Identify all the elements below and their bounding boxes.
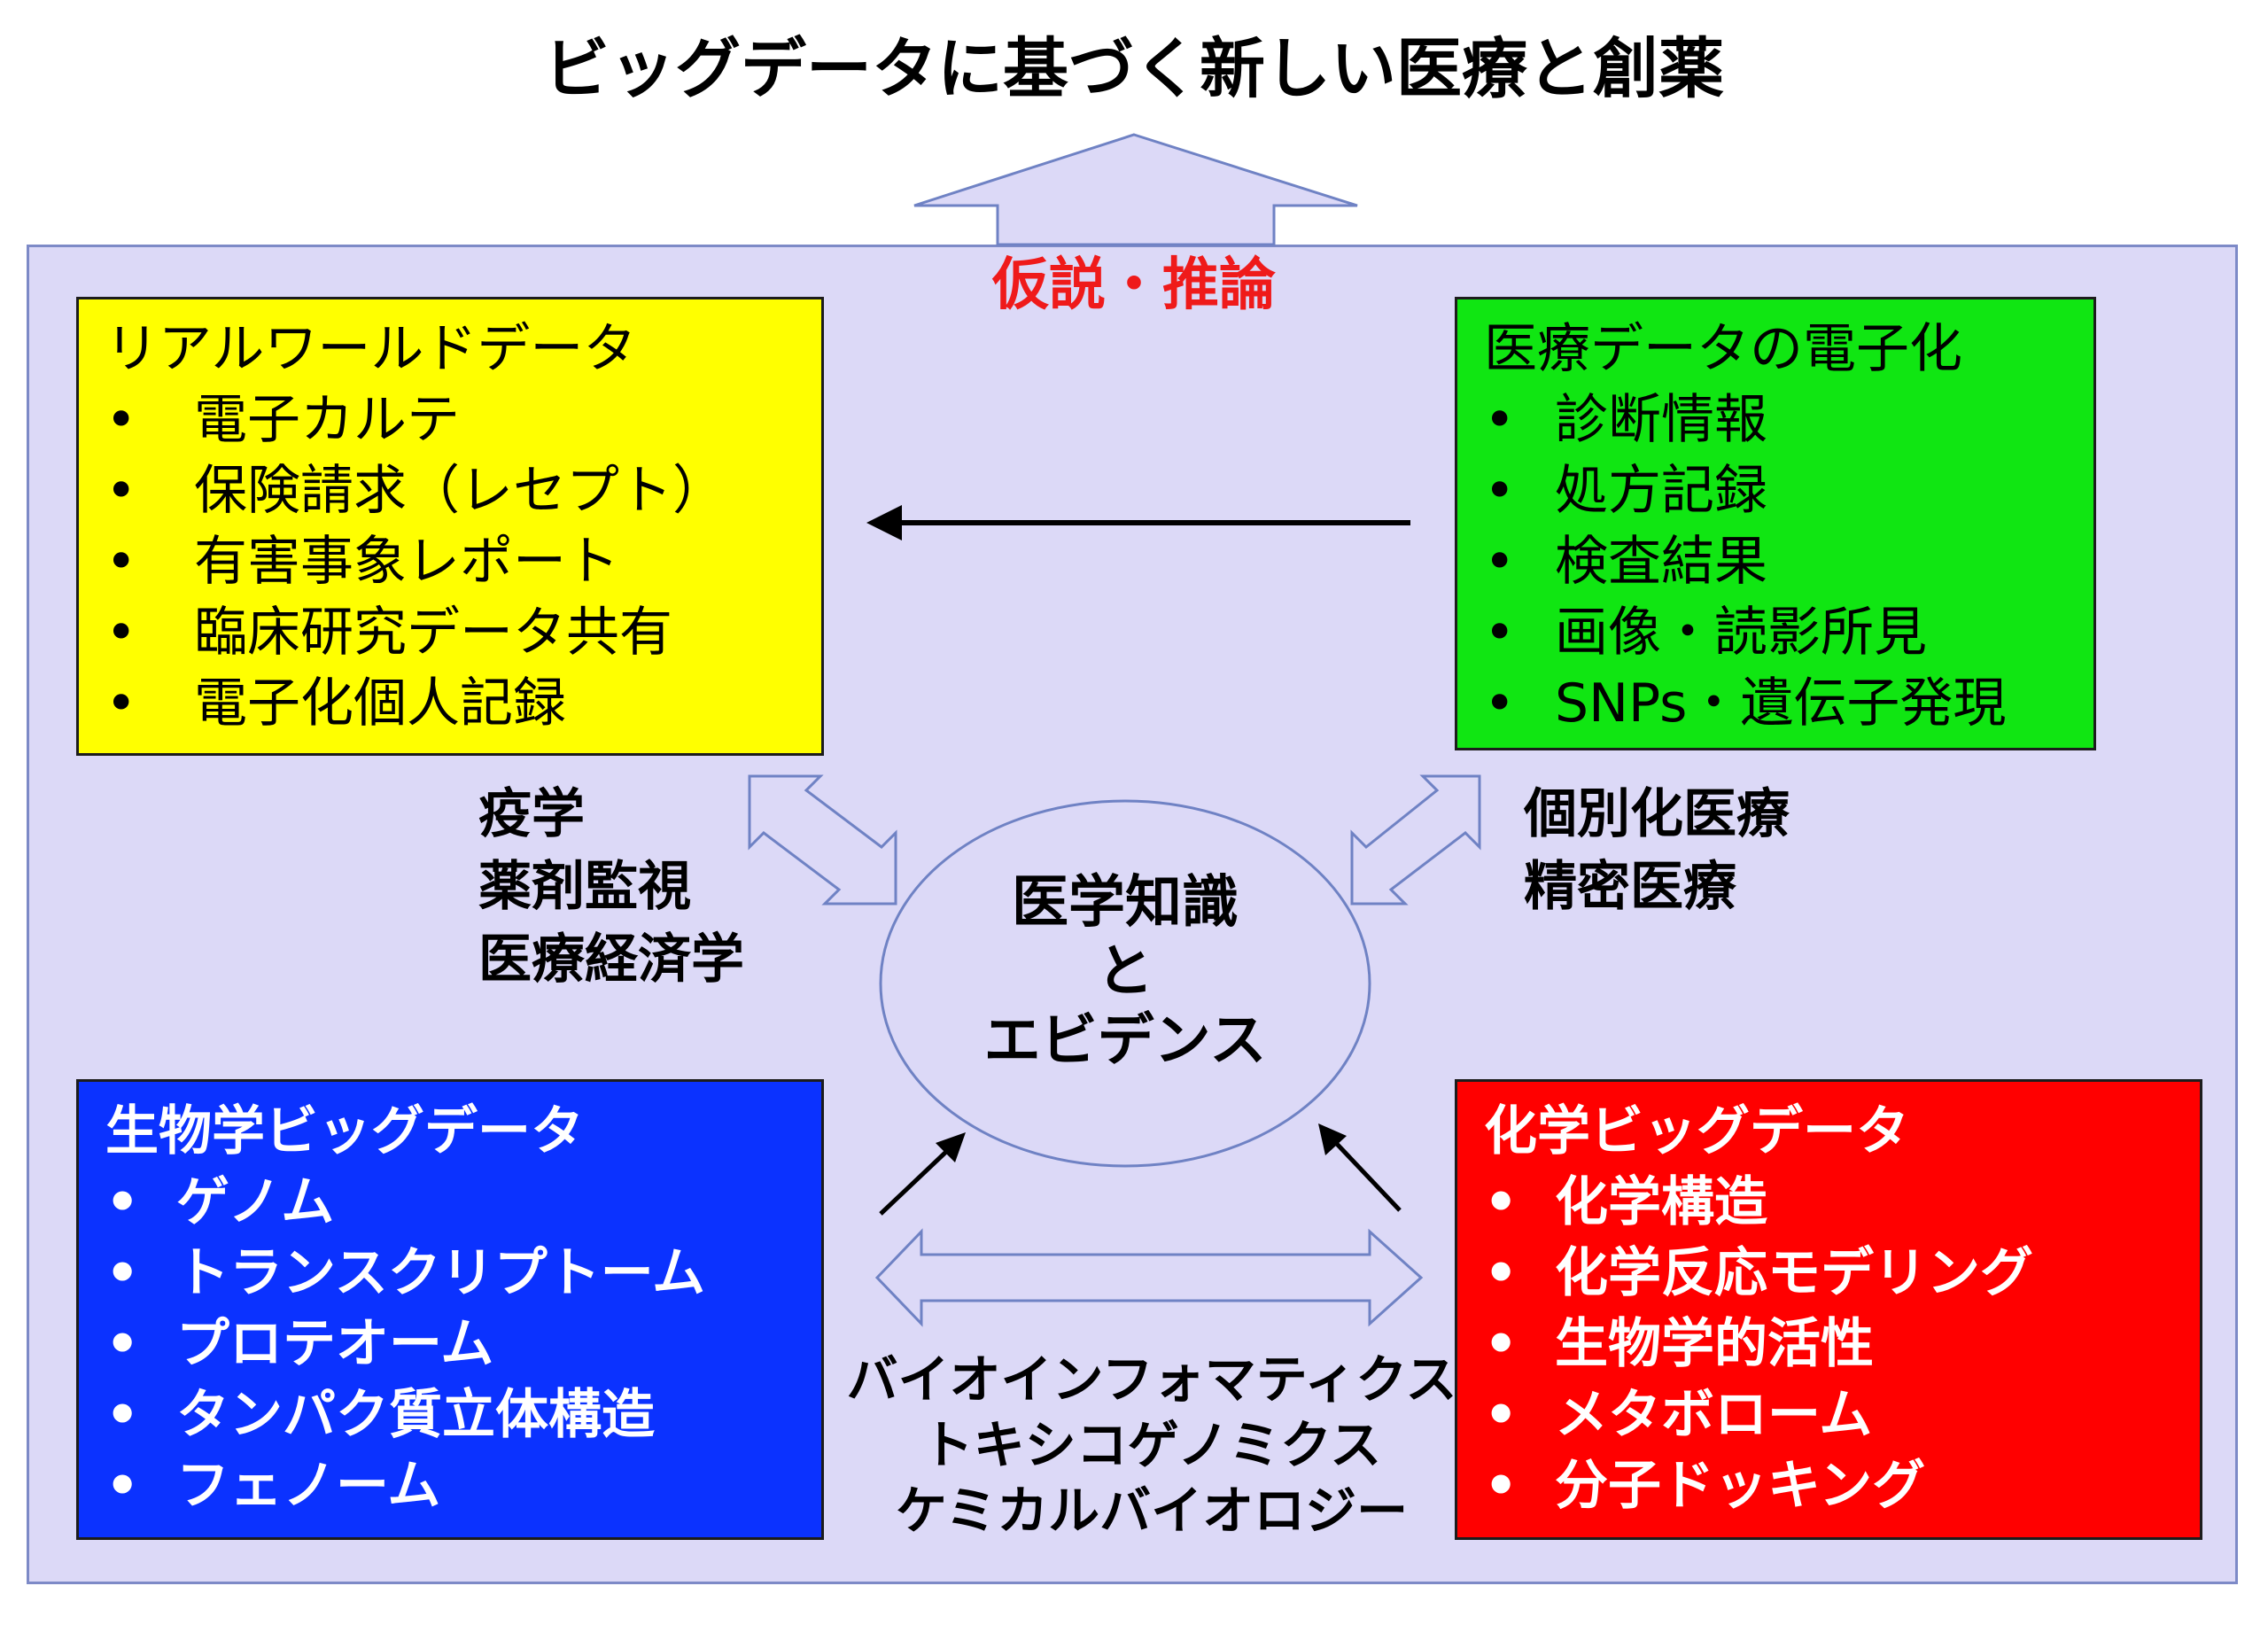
center-line: エビデンス <box>983 1008 1267 1074</box>
knowledge-ellipse <box>879 799 1371 1168</box>
list-item: • メタボローム <box>1484 1380 2200 1450</box>
field-label: 医療経済学 <box>478 929 744 991</box>
field-label: 個別化医療 <box>1524 783 1790 845</box>
list-item: • 有害事象レポート <box>105 526 821 597</box>
list-item: • ゲノム <box>105 1167 821 1238</box>
list-item: • トランスクリプトーム <box>105 1238 821 1309</box>
list-item: • プロテオーム <box>105 1309 821 1380</box>
list-item: • 化学構造 <box>1484 1167 2200 1238</box>
list-item-label: 処方記録 <box>1555 460 1767 522</box>
list-item-label: 有害事象レポート <box>194 531 619 593</box>
bullet: • <box>1484 531 1516 593</box>
bullet: • <box>1484 1171 1518 1233</box>
bio-to-center-arrowhead <box>936 1132 966 1162</box>
list-item: • 保険請求（レセプト） <box>105 455 821 526</box>
bullet: • <box>105 1384 140 1446</box>
bullet: • <box>105 531 137 593</box>
list-item-label: 電子カルテ <box>194 389 460 451</box>
field-label: 疫学 <box>478 783 585 845</box>
bullet: • <box>1484 460 1516 522</box>
list-item: • 電子カルテ <box>105 385 821 455</box>
real-world-heading: リアルワールドデータ <box>105 318 637 380</box>
ehr-to-realworld-arrowhead <box>866 505 902 540</box>
field-label: ケミカルバイオロジー <box>895 1481 1409 1541</box>
list-item-label: 生物学的活性 <box>1555 1313 1874 1375</box>
field-label: 薬剤監視 <box>478 856 691 918</box>
list-item-label: 化学反応モデリング <box>1555 1242 2033 1304</box>
list-item: • 化学反応モデリング <box>1484 1238 2200 1309</box>
real-world-data-box: リアルワールドデータ •電子カルテ •保険請求（レセプト） •有害事象レポート … <box>76 297 824 756</box>
list-item: • フェノーム <box>105 1450 821 1521</box>
list-item-label: 電子化個人記録 <box>194 672 566 735</box>
list-item: • タンパク質立体構造 <box>105 1380 821 1450</box>
bullet: • <box>105 1313 140 1375</box>
left-fields-label: 疫学 薬剤監視 医療経済学 <box>478 778 744 996</box>
bullet: • <box>1484 672 1516 735</box>
medical-data-digitization-box: 医療データの電子化 • 診断情報 • 処方記録 • 検査結果 • 画像・読影所見 • SN… <box>1455 297 2096 750</box>
realworld-center-double-arrow <box>748 774 897 906</box>
bullet: • <box>105 1171 140 1233</box>
bullet: • <box>105 1455 140 1517</box>
list-item-label: 検査結果 <box>1555 531 1767 593</box>
list-item: • SNPs・遺伝子発現 <box>1484 668 2093 739</box>
bullet: • <box>105 602 137 664</box>
chemistry-big-data-box: 化学ビッグデータ • 化学構造 • 化学反応モデリング • 生物学的活性 • メタボロー… <box>1455 1079 2202 1540</box>
bullet: • <box>1484 1242 1518 1304</box>
list-item-label: タンパク質立体構造 <box>176 1384 655 1446</box>
bullet: • <box>1484 389 1516 451</box>
bio-chem-double-arrow <box>874 1228 1424 1327</box>
chem-to-center-arrow <box>1334 1141 1402 1212</box>
list-item-label: 臨床研究データ共有 <box>194 602 672 664</box>
bullet: • <box>105 672 137 735</box>
list-item-label: プロテオーム <box>176 1313 494 1375</box>
center-knowledge-text: 医学知識 と エビデンス <box>886 868 1364 1076</box>
field-label: 精密医療 <box>1524 856 1736 918</box>
bullet: • <box>105 389 137 451</box>
ehr-center-double-arrow <box>1350 774 1481 906</box>
list-item-label: 診断情報 <box>1555 389 1767 451</box>
list-item: • 臨床研究データ共有 <box>105 597 821 668</box>
chem-heading: 化学ビッグデータ <box>1484 1100 1909 1162</box>
list-item-label: フェノーム <box>176 1455 441 1517</box>
bullet: • <box>1484 602 1516 664</box>
bullet: • <box>1484 1313 1518 1375</box>
list-item-label: 化学構造 <box>1555 1171 1767 1233</box>
right-fields-label: 個別化医療 精密医療 <box>1524 778 1790 923</box>
upward-arrow <box>913 133 1358 246</box>
chem-to-center-arrowhead <box>1318 1123 1347 1155</box>
list-item: • 診断情報 <box>1484 385 2093 455</box>
bullet: • <box>1484 1384 1518 1446</box>
list-item-label: SNPs・遺伝子発現 <box>1555 672 2007 735</box>
bio-to-center-arrow <box>879 1148 950 1216</box>
diagram-title: ビッグデータに基づく新しい医療と創薬 <box>544 31 1724 107</box>
center-line: と <box>1097 939 1153 1005</box>
bullet: • <box>105 460 137 522</box>
center-line: 医学知識 <box>1012 870 1239 936</box>
bullet: • <box>1484 1455 1518 1517</box>
list-item-label: 分子ドッキング <box>1555 1455 1926 1517</box>
hypothesis-label: 仮説・推論 <box>992 253 1276 318</box>
list-item-label: トランスクリプトーム <box>176 1242 705 1304</box>
bottom-fields-label: バイオインフォマティクス トキシコゲノミクス ケミカルバイオロジー <box>797 1347 1506 1543</box>
list-item: • 検査結果 <box>1484 526 2093 597</box>
list-item: • 分子ドッキング <box>1484 1450 2200 1521</box>
biology-big-data-box: 生物学ビッグデータ • ゲノム • トランスクリプトーム • プロテオーム • タンパク… <box>76 1079 824 1540</box>
list-item-label: メタボローム <box>1555 1384 1873 1446</box>
list-item: • 電子化個人記録 <box>105 668 821 739</box>
list-item-label: 保険請求（レセプト） <box>194 460 726 522</box>
ehr-heading: 医療データの電子化 <box>1484 318 1962 380</box>
list-item: • 画像・読影所見 <box>1484 597 2093 668</box>
list-item-label: 画像・読影所見 <box>1555 602 1927 664</box>
bio-heading: 生物学ビッグデータ <box>105 1100 584 1162</box>
list-item: • 生物学的活性 <box>1484 1309 2200 1380</box>
field-label: バイオインフォマティクス <box>846 1349 1457 1410</box>
field-label: トキシコゲノミクス <box>921 1415 1382 1475</box>
list-item: • 処方記録 <box>1484 455 2093 526</box>
list-item-label: ゲノム <box>176 1171 335 1233</box>
bullet: • <box>105 1242 140 1304</box>
